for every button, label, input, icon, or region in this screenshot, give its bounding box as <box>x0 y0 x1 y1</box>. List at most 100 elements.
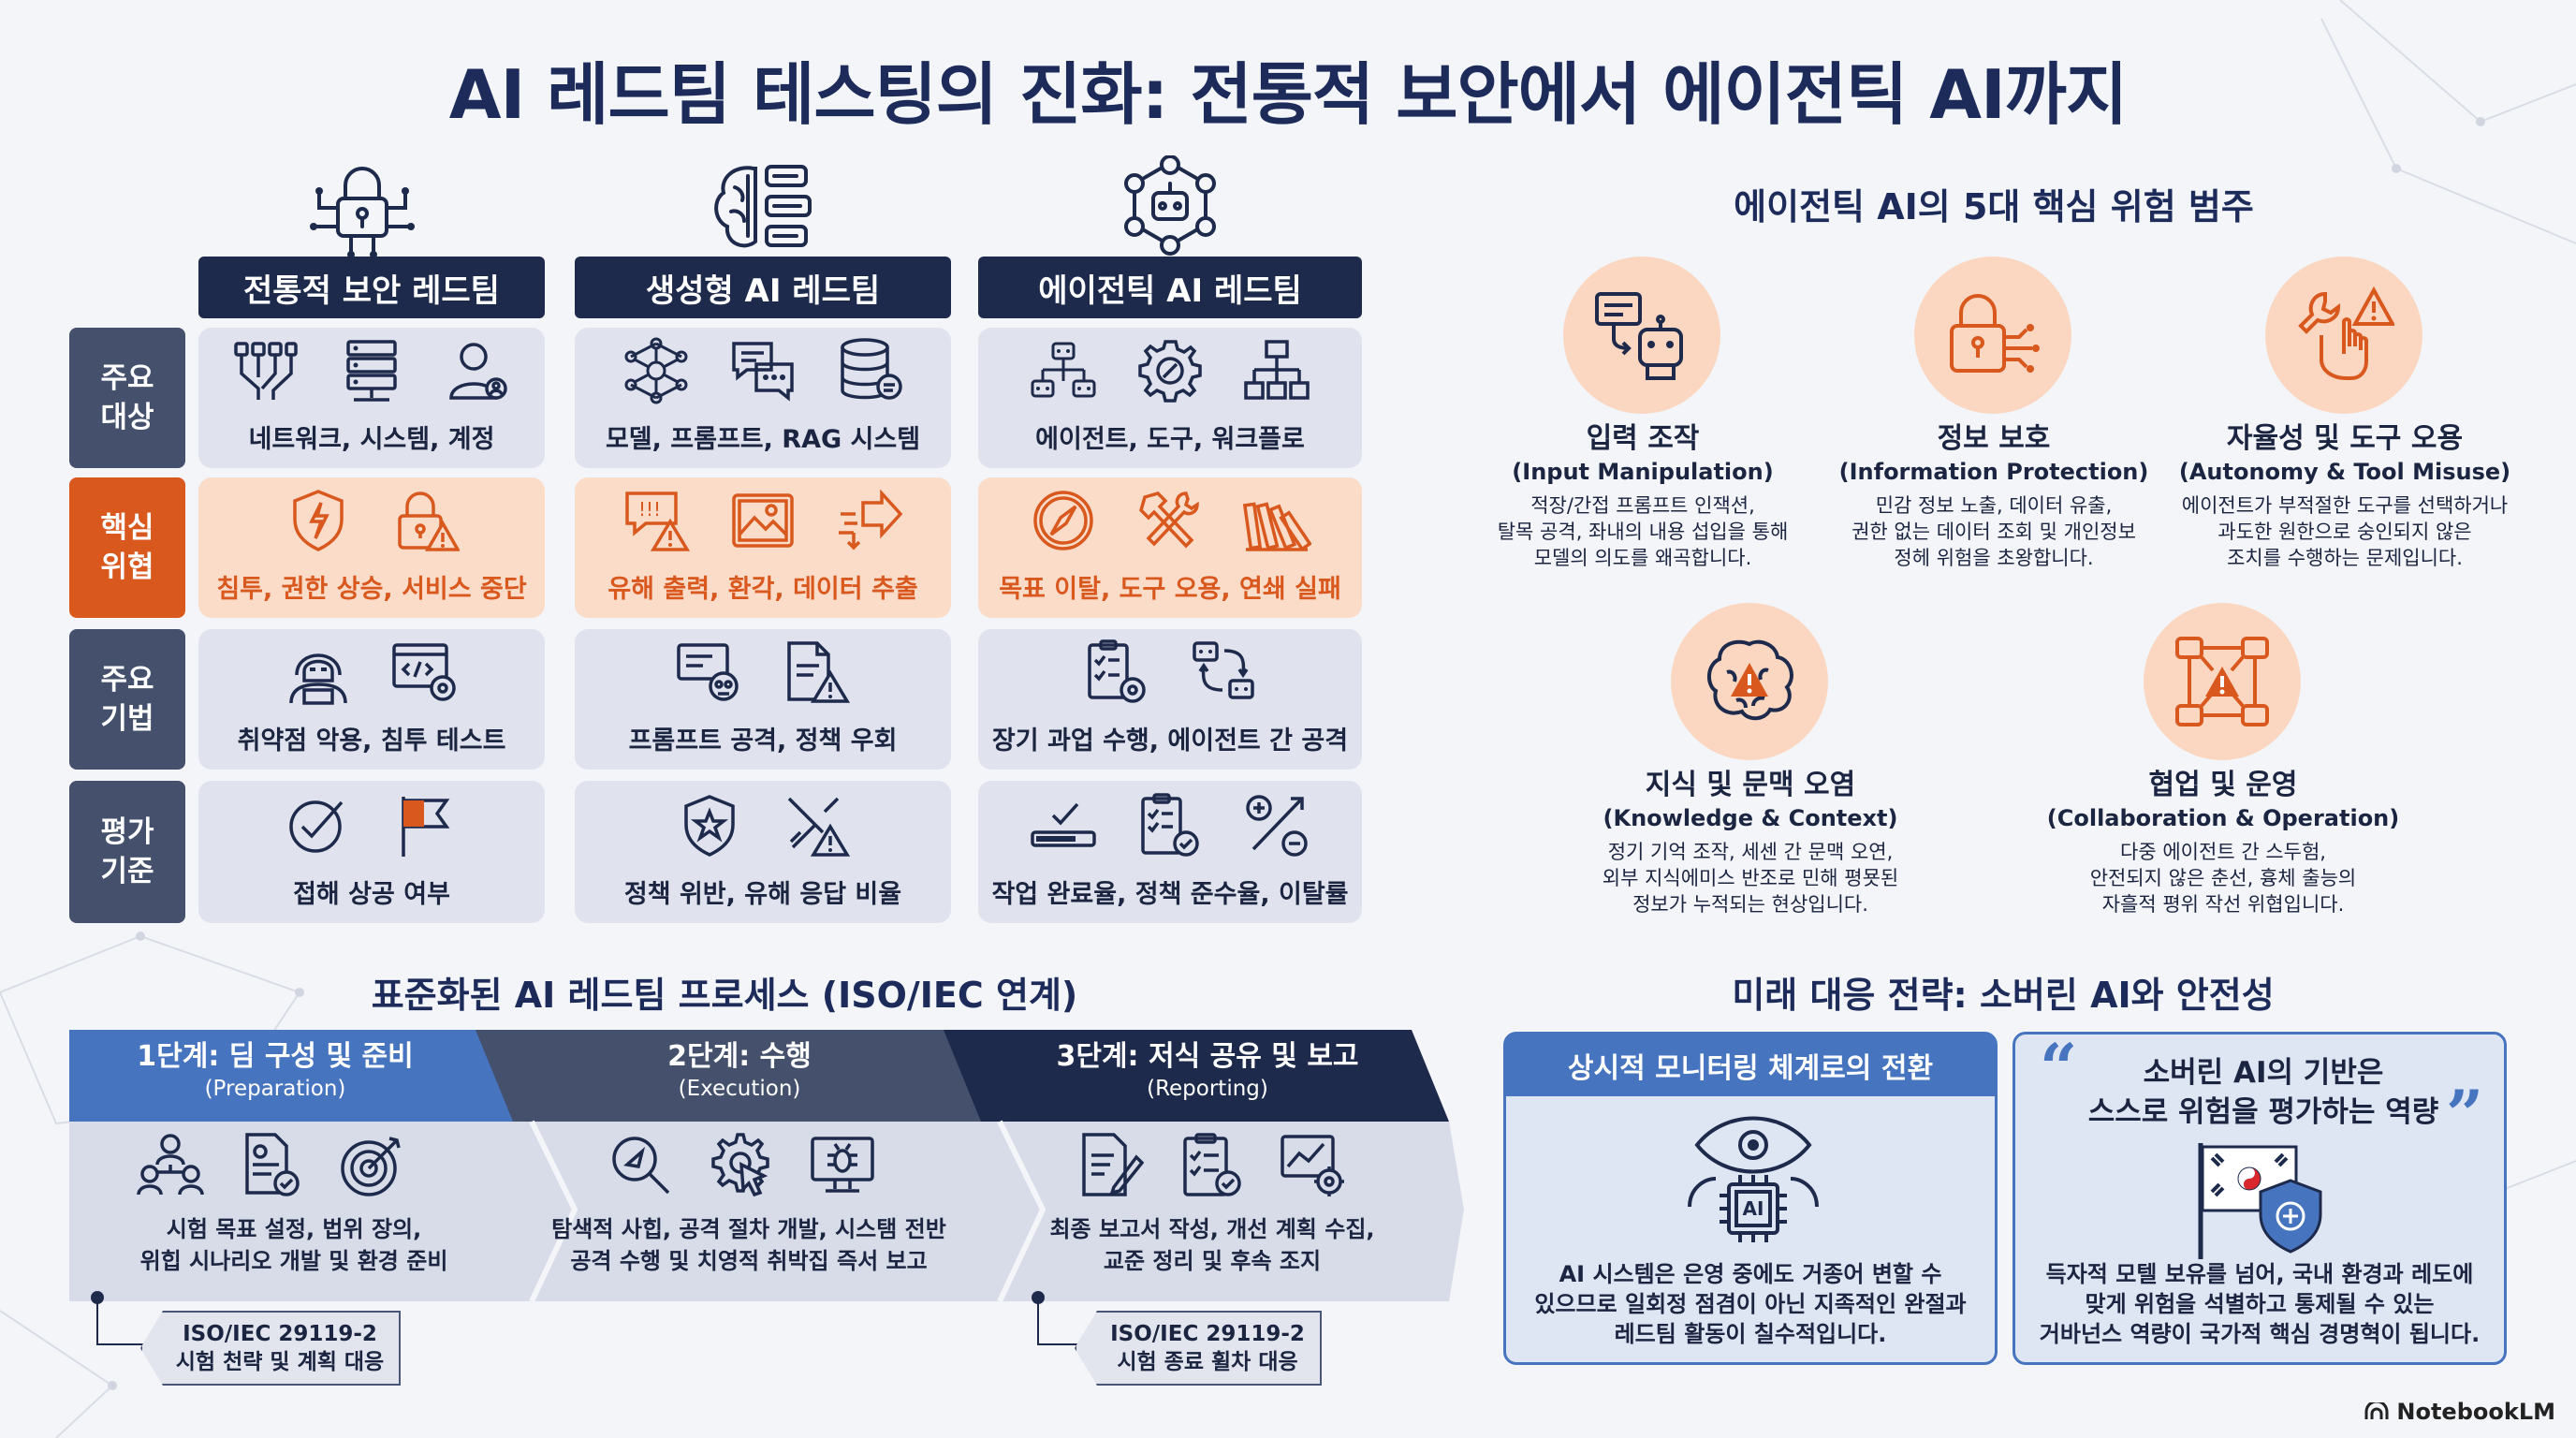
monitoring-box: 상시적 모니터링 체계로의 전환 AI AI 시스템은 은영 중에도 거종어 변… <box>1503 1032 1998 1365</box>
category-en: (Knowledge & Context) <box>1603 805 1898 831</box>
cell-agentic-criteria: 작업 완료율, 정책 준수율, 이탈률 <box>978 781 1362 923</box>
cell-text: 작업 완료율, 정책 준수율, 이탈률 <box>991 880 1349 909</box>
desc-line: 민감 정보 노출, 데이터 유출, <box>1875 494 2113 517</box>
row-label-text: 주요 기법 <box>100 663 154 736</box>
category-en: (Input Manipulation) <box>1512 459 1774 485</box>
desc-line: 탐색적 사힙, 공격 절차 개발, 시스탬 전반 <box>551 1216 946 1242</box>
robots-network-warning-icon <box>2175 637 2269 726</box>
stage-2-icons <box>607 1131 876 1198</box>
brain-chat-icon <box>714 165 812 248</box>
cell-traditional-criteria: 접해 상공 여부 <box>198 781 545 923</box>
category-en: (Autonomy & Tool Misuse) <box>2178 459 2511 485</box>
cell-genai-threats: !!! 유해 출력, 환각, 데이터 추출 <box>575 477 951 618</box>
desc-line: 거바넌스 역량이 국가적 핵심 경명혁이 됩니다. <box>2039 1321 2481 1347</box>
neural-network-icon <box>624 337 688 404</box>
category-title: 입력 조작 <box>1586 422 1700 455</box>
category-1: 입력 조작 (Input Manipulation) 적장/간접 프롬프트 인잭… <box>1446 421 1839 571</box>
desc-line: 모델의 의도를 왜곡합니다. <box>1533 547 1752 569</box>
category-title: 정보 보호 <box>1937 422 2051 455</box>
cell-agentic-threats: 목표 이탈, 도구 오용, 연쇄 실패 <box>978 477 1362 618</box>
category-title: 협업 및 운영 <box>2148 769 2298 801</box>
desc-line: 득자적 모텔 보유를 넘어, 국내 환경과 레도에 <box>2045 1261 2474 1287</box>
wrench-warning-icon <box>2298 286 2394 380</box>
stage-3-icons <box>1076 1131 1346 1198</box>
stage-1-icons <box>137 1131 406 1198</box>
target-icon <box>341 1137 401 1196</box>
cell-traditional-threats: 침투, 권한 상승, 서비스 중단 <box>198 477 545 618</box>
clipboard-checklist-icon <box>1183 1133 1241 1196</box>
category-title: 자율성 및 도구 오용 <box>2226 422 2464 455</box>
flag-icon <box>402 797 450 857</box>
cell-text: 취약점 악용, 침투 테스트 <box>237 726 506 756</box>
iso-tag-2: ISO/IEC 29119-2 시험 종료 휠차 대응 <box>1075 1311 1322 1386</box>
stage-title: 3단계: 저식 공유 및 보고 <box>1056 1040 1359 1073</box>
stage-divider <box>529 1120 578 1301</box>
broken-sword-warning-icon <box>787 797 851 857</box>
tag-connector <box>96 1298 150 1345</box>
stage-3-desc: 최종 보고서 작성, 개선 계획 수집,교준 정리 및 후속 조지 <box>1011 1213 1413 1277</box>
desc-line: 과도한 원한으로 숭인되지 않은 <box>2217 521 2472 543</box>
notebooklm-logo-icon <box>2364 1402 2389 1419</box>
quote-line: 스스로 위험을 평가하는 역량 <box>2087 1095 2439 1129</box>
korea-flag-shield-icon <box>2198 1143 2322 1259</box>
cell-text: 유해 출력, 환각, 데이터 추출 <box>607 575 918 604</box>
server-rack-icon <box>346 340 397 402</box>
lock-data-icon <box>1950 294 2040 373</box>
category-desc: 정기 기억 조작, 세센 간 문맥 오연,외부 지식에미스 반조로 민해 평묫된… <box>1554 839 1947 917</box>
stage-3-heading: 3단계: 저식 공유 및 보고 (Reporting) <box>1002 1039 1413 1103</box>
robots-exchange-icon <box>1193 641 1254 699</box>
column-header-traditional: 전통적 보안 레드팀 <box>198 257 545 318</box>
future-title: 미래 대응 전략: 소버린 AI와 안전성 <box>1732 975 2275 1016</box>
desc-line: 레드팀 활동이 칠수적입니다. <box>1614 1321 1887 1347</box>
cell-text: 모델, 프롬프트, RAG 시스템 <box>605 425 921 454</box>
desc-line: 에이전트가 부적절한 도구를 선택하거나 <box>2181 494 2509 517</box>
tag-line: 시험 종료 휠차 대응 <box>1117 1350 1298 1374</box>
data-extraction-arrow-icon <box>839 489 903 550</box>
process-title: 표준화된 AI 레드팀 프로세스 (ISO/IEC 연계) <box>371 975 1078 1016</box>
prompt-chat-icon <box>732 342 794 402</box>
category-circle-3 <box>2265 257 2422 414</box>
stage-1-header-shape <box>69 1030 532 1122</box>
quote-line: 소버린 AI의 기반은 <box>2143 1056 2384 1090</box>
brand-text: NotebookLM <box>2396 1399 2555 1425</box>
tag-line: ISO/IEC 29119-2 <box>183 1322 377 1346</box>
desc-line: 시험 목표 설정, 법위 장의, <box>166 1216 422 1242</box>
desc-line: 외부 지식에미스 반조로 민해 평묫된 <box>1602 867 1899 889</box>
row-label-criteria: 평가 기준 <box>69 781 185 923</box>
document-check-icon <box>245 1133 300 1196</box>
desc-line: 권한 없는 데이터 조회 및 개인정보 <box>1852 521 2136 543</box>
cell-text: 네트워크, 시스템, 계정 <box>248 425 495 454</box>
category-4: 지식 및 문맥 오염 (Knowledge & Context) 정기 기억 조… <box>1554 768 1947 917</box>
cell-agentic-techniques: 장기 과업 수행, 에이전트 간 공격 <box>978 629 1362 770</box>
desc-line: 정보가 누적되는 현상입니다. <box>1632 893 1868 916</box>
category-en: (Collaboration & Operation) <box>2046 805 2400 831</box>
cell-text: 에이전트, 도구, 워크플로 <box>1035 425 1305 454</box>
code-window-gear-icon <box>392 643 456 701</box>
stage-2-header-shape <box>476 1030 1000 1122</box>
stage-1-heading: 1단계: 딤 구성 및 준비 (Preparation) <box>69 1039 481 1103</box>
monitoring-box-header: 상시적 모니터링 체계로의 전환 <box>1506 1034 1995 1096</box>
stage-title: 1단계: 딤 구성 및 준비 <box>137 1040 414 1073</box>
row-label-text: 평가 기준 <box>100 815 154 888</box>
category-2: 정보 보호 (Information Protection) 민감 정보 노출,… <box>1797 421 2190 571</box>
page-title: AI 레드팀 테스팅의 진화: 전통적 보안에서 에이전틱 AI까지 <box>448 55 2129 134</box>
stage-2-body-shape <box>532 1122 1043 1301</box>
stage-3-header-shape <box>944 1030 1449 1122</box>
cell-text: 정책 위반, 유해 응답 비율 <box>623 880 902 909</box>
category-3: 자율성 및 도구 오용 (Autonomy & Tool Misuse) 에이전… <box>2148 421 2541 571</box>
stage-title: 2단계: 수행 <box>667 1040 812 1073</box>
robot-team-icon <box>1031 342 1096 398</box>
iso-tag-1: ISO/IEC 29119-2 시험 천략 및 계획 대응 <box>140 1311 401 1386</box>
column-header-genai: 생성형 AI 레드팀 <box>575 257 951 318</box>
gear-wrench-icon <box>1138 340 1202 403</box>
cell-genai-targets: 모델, 프롬프트, RAG 시스템 <box>575 328 951 468</box>
cell-text: 프롬프트 공격, 정책 우회 <box>628 726 898 756</box>
stage-3-body-shape <box>1000 1122 1464 1301</box>
database-icon <box>841 338 902 400</box>
